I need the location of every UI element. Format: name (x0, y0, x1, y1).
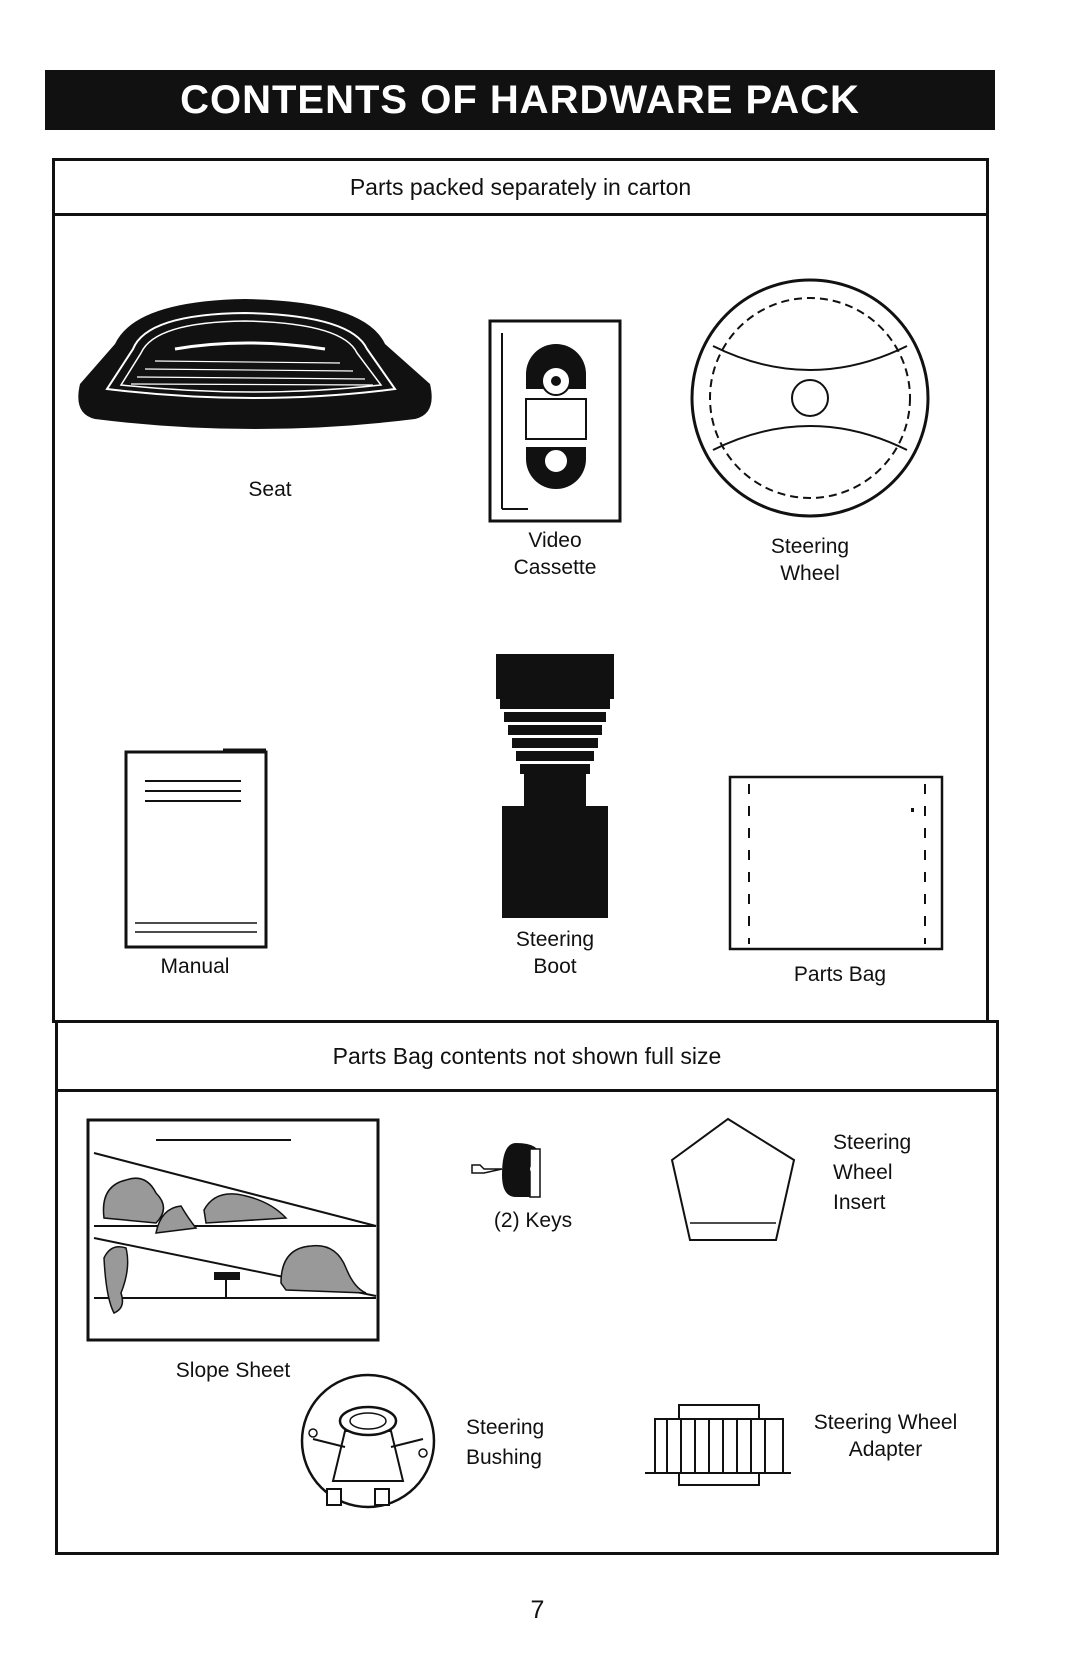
seat-label: Seat (215, 476, 325, 503)
video-cassette-label: Video Cassette (500, 527, 610, 581)
steering-boot-illustration (490, 654, 620, 924)
manual-illustration (123, 746, 273, 951)
steering-bushing-label: Steering Bushing (466, 1413, 544, 1473)
steering-wheel-insert-label-line1: Steering (833, 1128, 911, 1158)
manual-label: Manual (140, 953, 250, 980)
steering-wheel-illustration (685, 276, 935, 521)
steering-wheel-adapter-label: Steering Wheel Adapter (798, 1409, 973, 1463)
page-number: 7 (0, 1596, 1075, 1625)
steering-wheel-adapter-label-line1: Steering Wheel (798, 1409, 973, 1436)
seat-illustration (75, 289, 435, 469)
section-header: Parts packed separately in carton (55, 161, 986, 216)
steering-boot-label: Steering Boot (500, 926, 610, 980)
steering-boot-label-line1: Steering (500, 926, 610, 953)
steering-boot-label-line2: Boot (500, 953, 610, 980)
steering-bushing-label-line2: Bushing (466, 1443, 544, 1473)
steering-wheel-insert-label-line2: Wheel (833, 1158, 911, 1188)
keys-illustration (468, 1135, 548, 1205)
steering-wheel-insert-label-line3: Insert (833, 1188, 911, 1218)
parts-bag-label: Parts Bag (775, 961, 905, 988)
steering-wheel-adapter-illustration (643, 1401, 793, 1491)
steering-wheel-label: Steering Wheel (755, 533, 865, 587)
steering-bushing-illustration (293, 1371, 443, 1511)
steering-wheel-adapter-label-line2: Adapter (798, 1436, 973, 1463)
video-cassette-illustration (488, 319, 623, 524)
page-title: CONTENTS OF HARDWARE PACK (45, 70, 995, 130)
steering-wheel-insert-illustration (658, 1115, 808, 1250)
keys-label: (2) Keys (473, 1207, 593, 1234)
video-cassette-label-line1: Video (500, 527, 610, 554)
steering-wheel-label-line1: Steering (755, 533, 865, 560)
video-cassette-label-line2: Cassette (500, 554, 610, 581)
steering-wheel-insert-label: Steering Wheel Insert (833, 1128, 911, 1218)
steering-wheel-label-line2: Wheel (755, 560, 865, 587)
steering-bushing-label-line1: Steering (466, 1413, 544, 1443)
slope-sheet-illustration (86, 1118, 381, 1348)
section-carton-parts: Parts packed separately in carton Seat V… (52, 158, 989, 1023)
section-parts-bag-contents: Parts Bag contents not shown full size S… (55, 1020, 999, 1555)
parts-bag-illustration (727, 774, 945, 954)
section-header: Parts Bag contents not shown full size (58, 1023, 996, 1092)
